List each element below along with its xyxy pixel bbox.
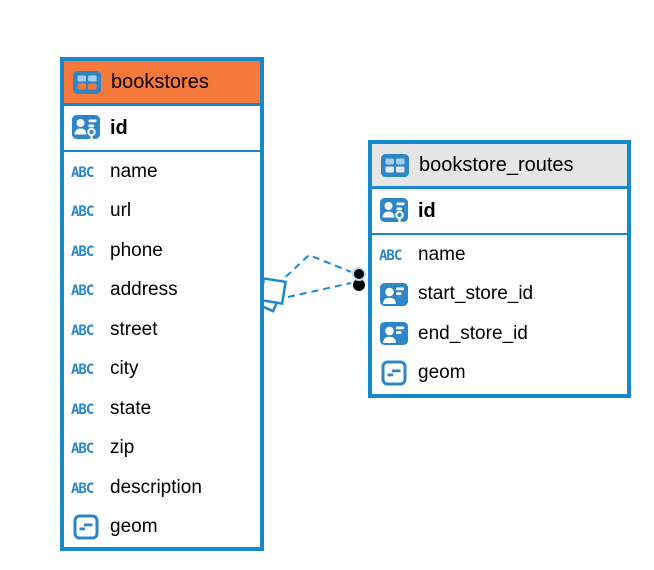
text-type-icon: ABC: [70, 439, 102, 457]
column-name: start_store_id: [418, 283, 534, 305]
column-row-geom[interactable]: geom: [372, 354, 627, 394]
column-name: name: [110, 160, 158, 182]
primary-key-icon: [378, 196, 410, 226]
column-name: phone: [110, 239, 163, 261]
text-type-icon: ABC: [70, 202, 102, 220]
text-type-icon: ABC: [378, 246, 410, 264]
text-type-icon: ABC: [70, 321, 102, 339]
column-row-name[interactable]: ABC name: [64, 152, 260, 192]
column-row-start_store_id[interactable]: start_store_id: [372, 275, 627, 315]
svg-text:ABC: ABC: [71, 481, 94, 497]
geometry-type-icon: [378, 360, 410, 386]
fk-relationship-lines[interactable]: [276, 253, 352, 298]
svg-text:ABC: ABC: [71, 323, 94, 339]
fk-line-upper[interactable]: [276, 253, 352, 286]
column-name: id: [418, 199, 436, 222]
svg-text:ABC: ABC: [71, 441, 94, 457]
svg-text:ABC: ABC: [71, 244, 94, 260]
foreign-key-icon: [378, 282, 410, 307]
column-row-zip[interactable]: ABC zip: [64, 429, 260, 469]
column-row-end_store_id[interactable]: end_store_id: [372, 314, 627, 354]
entity-header[interactable]: bookstores: [64, 61, 260, 106]
table-icon: [379, 153, 411, 178]
text-type-icon: ABC: [70, 360, 102, 378]
column-name: id: [110, 116, 128, 139]
text-type-icon: ABC: [70, 400, 102, 418]
svg-text:ABC: ABC: [379, 248, 402, 264]
column-name: description: [110, 476, 202, 498]
column-row-id[interactable]: id: [64, 106, 260, 152]
svg-text:ABC: ABC: [71, 165, 94, 181]
column-name: address: [110, 279, 178, 301]
column-row-description[interactable]: ABC description: [64, 468, 260, 508]
svg-text:ABC: ABC: [71, 362, 94, 378]
column-row-city[interactable]: ABC city: [64, 350, 260, 390]
column-name: city: [110, 358, 139, 380]
column-row-id[interactable]: id: [372, 189, 627, 235]
svg-text:ABC: ABC: [71, 402, 94, 418]
column-name: url: [110, 200, 132, 222]
svg-text:ABC: ABC: [71, 283, 94, 299]
entity-header[interactable]: bookstore_routes: [372, 144, 627, 189]
table-icon: [71, 70, 103, 95]
column-name: geom: [418, 362, 466, 384]
column-name: geom: [110, 516, 158, 538]
text-type-icon: ABC: [70, 242, 102, 260]
column-row-url[interactable]: ABC url: [64, 192, 260, 232]
geometry-type-icon: [70, 514, 102, 540]
column-row-street[interactable]: ABC street: [64, 310, 260, 350]
table-title: bookstore_routes: [419, 153, 574, 176]
fk-line-lower[interactable]: [287, 282, 352, 298]
column-row-address[interactable]: ABC address: [64, 271, 260, 311]
text-type-icon: ABC: [70, 479, 102, 497]
column-name: name: [418, 243, 466, 265]
column-row-phone[interactable]: ABC phone: [64, 231, 260, 271]
column-name: end_store_id: [418, 322, 528, 344]
table-title: bookstores: [111, 70, 209, 93]
column-name: state: [110, 397, 152, 419]
foreign-key-icon: [378, 321, 410, 346]
column-name: zip: [110, 437, 135, 459]
column-row-name[interactable]: ABC name: [372, 235, 627, 275]
column-row-state[interactable]: ABC state: [64, 389, 260, 429]
text-type-icon: ABC: [70, 163, 102, 181]
column-name: street: [110, 318, 158, 340]
column-row-geom[interactable]: geom: [64, 508, 260, 548]
cardinality-dot-markers: [352, 267, 366, 291]
svg-text:ABC: ABC: [71, 204, 94, 220]
text-type-icon: ABC: [70, 281, 102, 299]
primary-key-icon: [70, 113, 102, 143]
